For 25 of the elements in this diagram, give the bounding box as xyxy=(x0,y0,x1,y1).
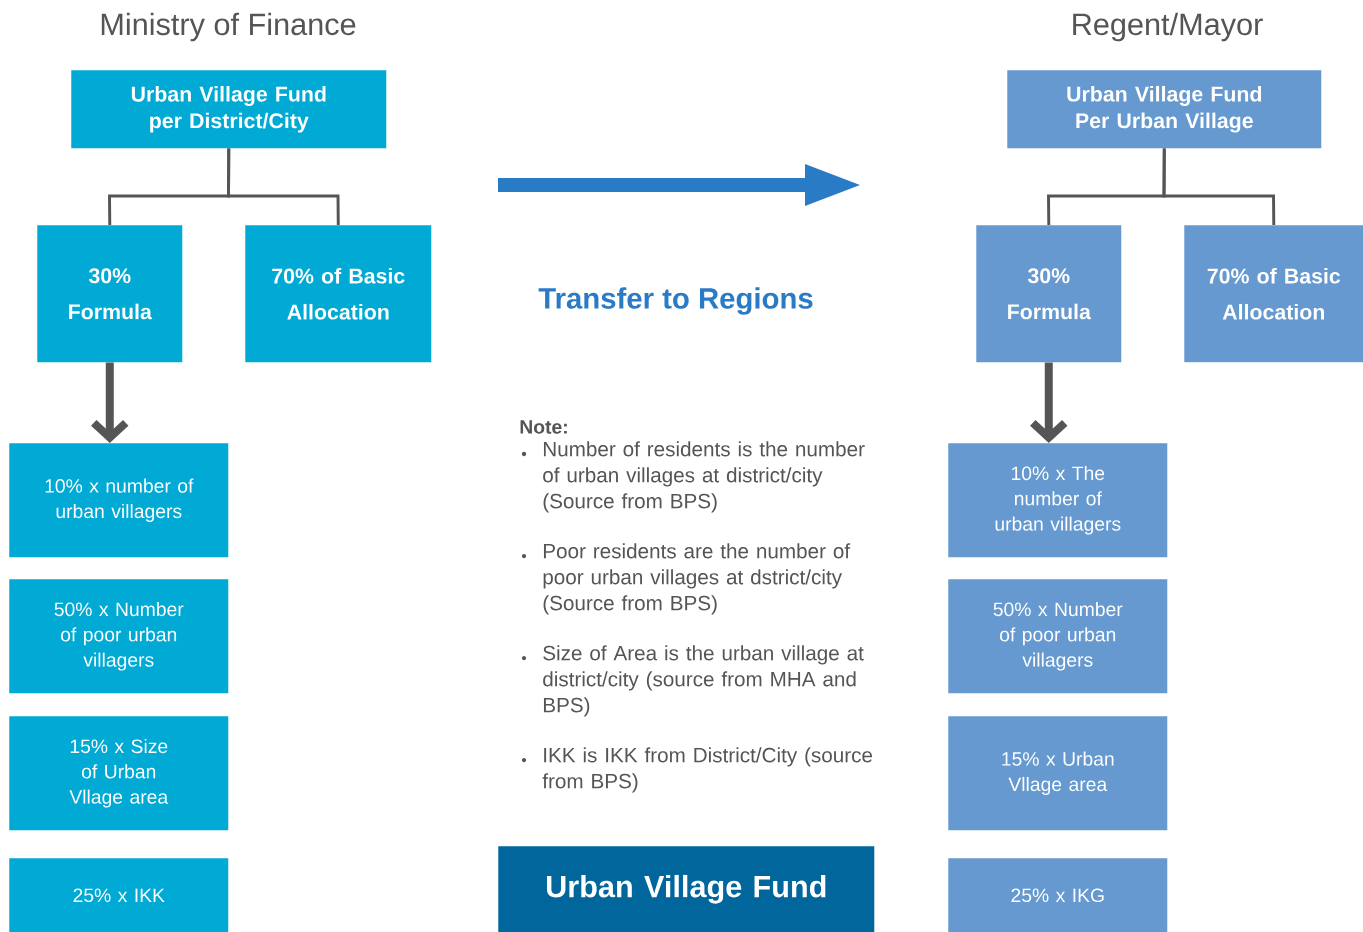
formula-box: 15% x Size of Urban Vllage area xyxy=(9,716,229,831)
title-box: Urban Village Fund per District/City xyxy=(71,70,387,149)
note-text: Number of residents is the number of urban villages at district/city (Source from BPS) xyxy=(543,441,865,513)
category-box: 70% of Basic Allocation xyxy=(1184,225,1363,363)
column-heading: Regent/Mayor xyxy=(1073,12,1263,42)
formula-box: 15% x Urban Vllage area xyxy=(948,716,1168,831)
formula-box: 50% x Number of poor urban villagers xyxy=(948,579,1168,694)
note-text: IKK is IKK from District/City (source from BPS) xyxy=(542,747,873,793)
note-text: Poor residents are the number of poor urban villages at dstrict/city (Source from BPS) xyxy=(543,543,851,615)
formula-box: 10% x number of urban villagers xyxy=(9,443,229,558)
title-box: Urban Village Fund Per Urban Village xyxy=(1007,70,1322,149)
formula-box: 25% x IKG xyxy=(948,858,1168,932)
note-text: Size of Area is the urban village at district/city (source from MHA and BPS) xyxy=(543,645,864,717)
note-heading: Note: xyxy=(520,420,567,434)
category-box: 30% Formula xyxy=(37,225,183,363)
category-box: 70% of Basic Allocation xyxy=(245,225,432,363)
column-heading: Ministry of Finance xyxy=(101,12,356,42)
formula-box: 25% x IKK xyxy=(9,858,229,932)
section-title: Transfer to Regions xyxy=(538,287,813,315)
formula-box: 10% x The number of urban villagers xyxy=(948,443,1168,558)
formula-box: 50% x Number of poor urban villagers xyxy=(9,579,229,694)
category-box: 30% Formula xyxy=(976,225,1122,363)
connector-line xyxy=(1162,148,1276,225)
connector-line xyxy=(227,148,340,225)
total-box: Urban Village Fund xyxy=(498,846,875,932)
